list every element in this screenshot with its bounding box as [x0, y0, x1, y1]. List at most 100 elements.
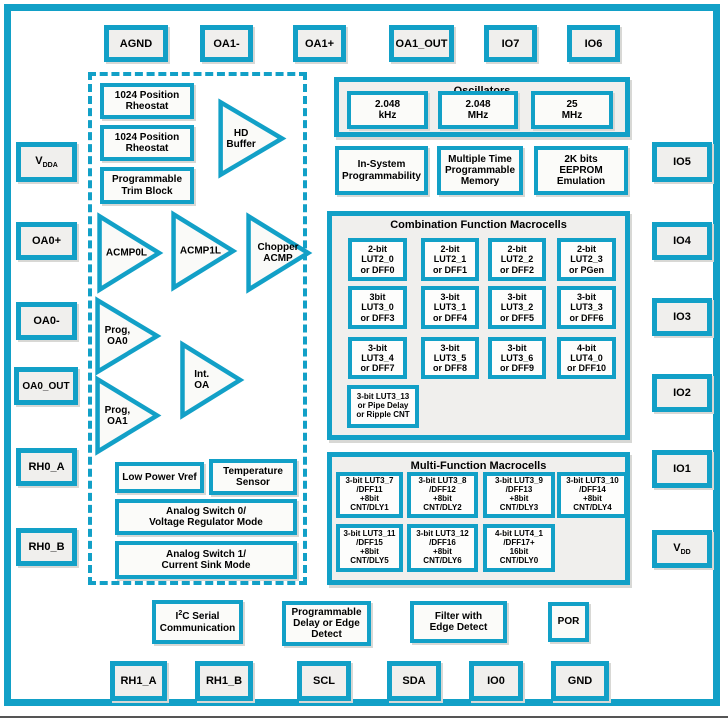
acmp1l-block: ACMP1L — [171, 212, 235, 290]
pin-agnd-label: AGND — [119, 37, 153, 50]
macrocell-lut4-0: 4-bit LUT4_0 or DFF10 — [557, 337, 616, 379]
int-oa-label: Int. OA — [194, 368, 210, 391]
pin-oa0-plus-label: OA0+ — [31, 235, 62, 247]
pin-io1: IO1 — [652, 450, 712, 488]
macrocell-lut3-10: 3-bit LUT3_10 /DFF14 +8bit CNT/DLY4 — [557, 472, 628, 518]
triangle-shape — [246, 214, 310, 292]
acmp0l-block: ACMP0L — [97, 214, 161, 292]
triangle-shape — [95, 377, 159, 454]
in-system-programmability-block: In-System Programmability — [335, 146, 428, 195]
pin-vdda: VDDA — [16, 142, 77, 182]
pin-sda-label: SDA — [402, 675, 426, 687]
pin-oa0-minus-label: OA0- — [33, 315, 60, 327]
macrocell-lut3-11: 3-bit LUT3_11 /DFF15 +8bit CNT/DLY5 — [336, 524, 403, 572]
pin-rh0-a-label: RH0_A — [28, 461, 65, 473]
pin-oa0-minus: OA0- — [16, 302, 77, 340]
acmp1l-label: ACMP1L — [179, 245, 221, 257]
rheostat-0-block: 1024 Position Rheostat — [100, 83, 194, 119]
pin-scl-label: SCL — [313, 675, 335, 687]
triangle-shape — [218, 100, 284, 177]
macrocell-lut4-1: 4-bit LUT4_1 /DFF17+ 16bit CNT/DLY0 — [483, 524, 555, 572]
prog-oa0-block: Prog, OA0 — [95, 298, 159, 374]
pin-sda: SDA — [387, 661, 441, 701]
triangle-shape — [180, 342, 242, 418]
pin-rh1-a-label: RH1_A — [120, 675, 157, 687]
macrocell-lut3-8: 3-bit LUT3_8 /DFF12 +8bit CNT/DLY2 — [407, 472, 478, 518]
i2c-serial-block: I2C Serial Communication — [152, 600, 243, 644]
macrocell-lut3-4: 3-bit LUT3_4 or DFF7 — [348, 337, 407, 379]
programmable-trim-block: Programmable Trim Block — [100, 167, 194, 204]
triangle-shape — [97, 214, 161, 292]
macrocell-lut2-3: 2-bit LUT2_3 or PGen — [557, 238, 616, 281]
pin-vdda-label: VDDA — [35, 155, 58, 169]
i2c-serial-label: I2C Serial Communication — [159, 610, 236, 634]
hd-buffer-label: HD Buffer — [226, 127, 256, 150]
osc-2048mhz-block: 2.048 MHz — [438, 91, 518, 129]
pin-vdd: VDD — [652, 530, 712, 568]
pin-oa1-out-label: OA1_OUT — [395, 37, 448, 50]
rheostat-1-block: 1024 Position Rheostat — [100, 125, 194, 161]
pin-io2: IO2 — [652, 374, 712, 412]
macrocell-lut3-5: 3-bit LUT3_5 or DFF8 — [421, 337, 479, 379]
osc-2048khz-block: 2.048 kHz — [347, 91, 428, 129]
pin-gnd: GND — [551, 661, 609, 701]
pin-io5-label: IO5 — [673, 156, 691, 168]
pin-oa1-plus-label: OA1+ — [304, 37, 335, 50]
pin-rh1-a: RH1_A — [110, 661, 167, 701]
hd-buffer-block: HD Buffer — [218, 100, 284, 177]
pin-io2-label: IO2 — [673, 387, 691, 399]
pin-oa1-minus: OA1- — [200, 25, 253, 62]
multifunction-macrocells-title: Multi-Function Macrocells — [410, 460, 547, 472]
pin-io1-label: IO1 — [673, 463, 691, 475]
macrocell-lut3-7: 3-bit LUT3_7 /DFF11 +8bit CNT/DLY1 — [336, 472, 403, 518]
pin-rh1-b-label: RH1_B — [205, 675, 243, 687]
filter-edge-detect-block: Filter with Edge Detect — [410, 601, 507, 643]
pin-io5: IO5 — [652, 142, 712, 182]
pin-oa0-out: OA0_OUT — [14, 367, 78, 405]
macrocell-lut3-1: 3-bit LUT3_1 or DFF4 — [421, 286, 479, 329]
macrocell-lut3-13: 3-bit LUT3_13 or Pipe Delay or Ripple CN… — [347, 385, 419, 428]
prog-oa1-label: Prog, OA1 — [104, 404, 131, 427]
prog-oa0-label: Prog, OA0 — [104, 324, 131, 347]
pin-io4: IO4 — [652, 222, 712, 260]
pin-io6-label: IO6 — [584, 37, 603, 50]
macrocell-lut2-1: 2-bit LUT2_1 or DFF1 — [421, 238, 479, 281]
chopper-acmp-block: Chopper ACMP — [246, 214, 310, 292]
pin-io3: IO3 — [652, 298, 712, 336]
pin-io6: IO6 — [567, 25, 620, 62]
combination-macrocells-title: Combination Function Macrocells — [390, 219, 567, 231]
low-power-vref-block: Low Power Vref — [115, 462, 204, 493]
pin-vdd-label: VDD — [673, 542, 691, 556]
pin-io3-label: IO3 — [673, 311, 691, 323]
temperature-sensor-block: Temperature Sensor — [209, 459, 297, 495]
pin-rh0-a: RH0_A — [16, 448, 77, 486]
eeprom-emulation-block: 2K bits EEPROM Emulation — [534, 146, 628, 195]
triangle-shape — [171, 212, 235, 290]
pin-scl: SCL — [297, 661, 351, 701]
mtp-memory-block: Multiple Time Programmable Memory — [437, 146, 523, 195]
triangle-shape — [95, 298, 159, 374]
pin-oa0-plus: OA0+ — [16, 222, 77, 260]
macrocell-lut3-2: 3-bit LUT3_2 or DFF5 — [488, 286, 546, 329]
chopper-acmp-label: Chopper ACMP — [257, 241, 299, 264]
pin-rh1-b: RH1_B — [195, 661, 253, 701]
pin-oa1-minus-label: OA1- — [213, 37, 240, 50]
pin-io7-label: IO7 — [501, 37, 520, 50]
programmable-delay-block: Programmable Delay or Edge Detect — [282, 601, 371, 646]
pin-oa0-out-label: OA0_OUT — [22, 380, 70, 392]
macrocell-lut3-9: 3-bit LUT3_9 /DFF13 +8bit CNT/DLY3 — [483, 472, 555, 518]
chip-outline — [4, 4, 720, 706]
macrocell-lut3-3: 3-bit LUT3_3 or DFF6 — [557, 286, 616, 329]
pin-io4-label: IO4 — [673, 235, 691, 247]
bottom-rule — [0, 716, 728, 718]
pin-io0-label: IO0 — [487, 675, 505, 687]
analog-region — [88, 72, 307, 585]
por-block: POR — [548, 602, 589, 642]
macrocell-lut3-0: 3bit LUT3_0 or DFF3 — [348, 286, 407, 329]
macrocell-lut2-2: 2-bit LUT2_2 or DFF2 — [488, 238, 546, 281]
macrocell-lut3-6: 3-bit LUT3_6 or DFF9 — [488, 337, 546, 379]
pin-oa1-out: OA1_OUT — [389, 25, 454, 62]
int-oa-block: Int. OA — [180, 342, 242, 418]
pin-io7: IO7 — [484, 25, 537, 62]
